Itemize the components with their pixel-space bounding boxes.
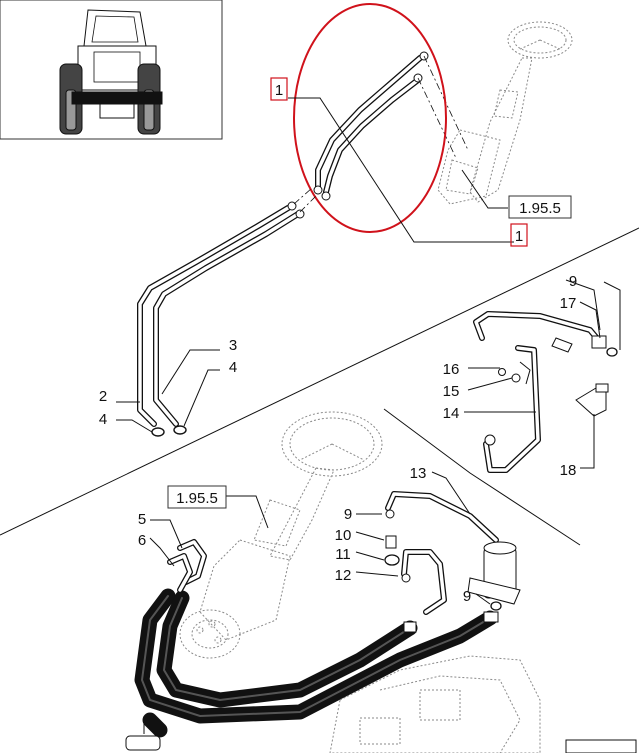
steel-pipes-2-3	[137, 187, 319, 437]
separator-bracket	[383, 408, 581, 546]
callout-17: 17	[560, 295, 577, 312]
lower-cooler-pipes	[384, 491, 521, 615]
callouts: 1 1 1.95.5 1.95.5 2 3 4 4 9 17 16 15 14 …	[99, 77, 577, 605]
callout-14: 14	[443, 405, 460, 422]
callout-6: 6	[138, 532, 146, 549]
callout-2: 2	[99, 388, 107, 405]
separator-line	[0, 227, 639, 536]
leader-lines	[116, 97, 621, 734]
callout-9-middle: 9	[344, 506, 352, 523]
steering-wheel-icon	[507, 21, 573, 59]
callout-1-bottom-box	[510, 223, 528, 247]
callout-11: 11	[335, 546, 351, 563]
callout-13: 13	[410, 465, 427, 482]
callout-4-upper: 4	[229, 359, 237, 376]
callout-12: 12	[335, 567, 352, 584]
callout-3: 3	[229, 337, 237, 354]
o-ring-icon	[151, 425, 187, 437]
highlight-ellipse	[293, 3, 447, 233]
callout-9-lower: 9	[463, 588, 471, 605]
elbow-fitting-icon	[575, 383, 609, 417]
upper-right-fittings	[473, 311, 618, 473]
callout-1-top: 1	[275, 82, 283, 99]
ref-upper: 1.95.5	[519, 200, 561, 217]
ref-upper-box	[508, 195, 572, 219]
callout-5: 5	[138, 511, 146, 528]
tractor-front-icon	[59, 9, 163, 135]
transmission-housing	[329, 655, 637, 753]
callout-9-upper: 9	[569, 273, 577, 290]
ref-lower: 1.95.5	[176, 490, 218, 507]
steering-column-upper	[437, 21, 573, 205]
callout-10: 10	[335, 527, 352, 544]
callout-15: 15	[443, 383, 460, 400]
callout-18: 18	[560, 462, 577, 479]
callout-4-lower: 4	[99, 411, 107, 428]
steering-column-lower	[179, 411, 383, 659]
big-hoses	[125, 539, 499, 751]
callout-1-top-box	[270, 77, 288, 101]
callout-1-bottom: 1	[515, 228, 523, 245]
tractor-inset	[0, 0, 223, 140]
callout-16: 16	[443, 361, 460, 378]
ref-lower-box	[167, 485, 227, 509]
part-1-hoses	[313, 51, 469, 201]
